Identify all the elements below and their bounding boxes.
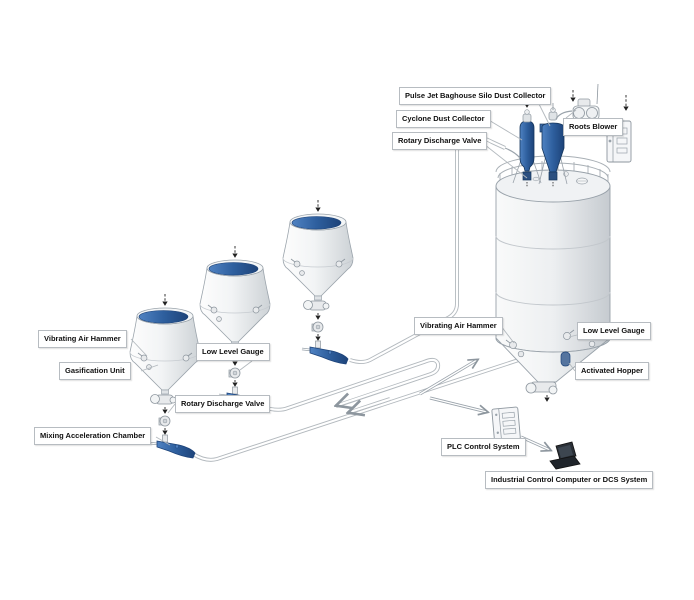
feed-hopper-3	[282, 213, 354, 301]
label-rotary-discharge-valve-bottom: Rotary Discharge Valve	[175, 395, 271, 413]
label-industrial-computer: Industrial Control Computer or DCS Syste…	[485, 471, 654, 489]
industrial-computer-unit	[549, 441, 581, 470]
label-pulse-jet-baghouse: Pulse Jet Baghouse Silo Dust Collector	[399, 87, 552, 105]
label-plc-control-system: PLC Control System	[441, 438, 526, 456]
label-vibrating-air-hammer-right: Vibrating Air Hammer	[414, 317, 503, 335]
label-roots-blower: Roots Blower	[563, 118, 624, 136]
feed-hopper-2	[199, 259, 271, 347]
label-low-level-gauge-right: Low Level Gauge	[577, 322, 651, 340]
label-activated-hopper: Activated Hopper	[575, 362, 650, 380]
valve-chain-3	[302, 301, 348, 365]
label-cyclone-dust-collector: Cyclone Dust Collector	[396, 110, 491, 128]
label-mixing-acceleration-chamber: Mixing Acceleration Chamber	[34, 427, 152, 445]
label-vibrating-air-hammer-left: Vibrating Air Hammer	[38, 330, 127, 348]
plc-cabinet	[491, 406, 521, 442]
feed-hopper-1	[129, 307, 201, 395]
label-low-level-gauge-left: Low Level Gauge	[196, 343, 270, 361]
flow-arrows	[162, 83, 629, 306]
cyclone-dust-collector-unit	[538, 103, 568, 187]
baghouse-dust-collector-unit	[512, 109, 542, 187]
label-gasification-unit: Gasification Unit	[59, 362, 131, 380]
pipe-main-run	[191, 351, 541, 462]
roots-blower-unit	[555, 98, 601, 122]
control-arrows	[419, 360, 550, 450]
label-rotary-discharge-valve-top: Rotary Discharge Valve	[392, 132, 488, 150]
